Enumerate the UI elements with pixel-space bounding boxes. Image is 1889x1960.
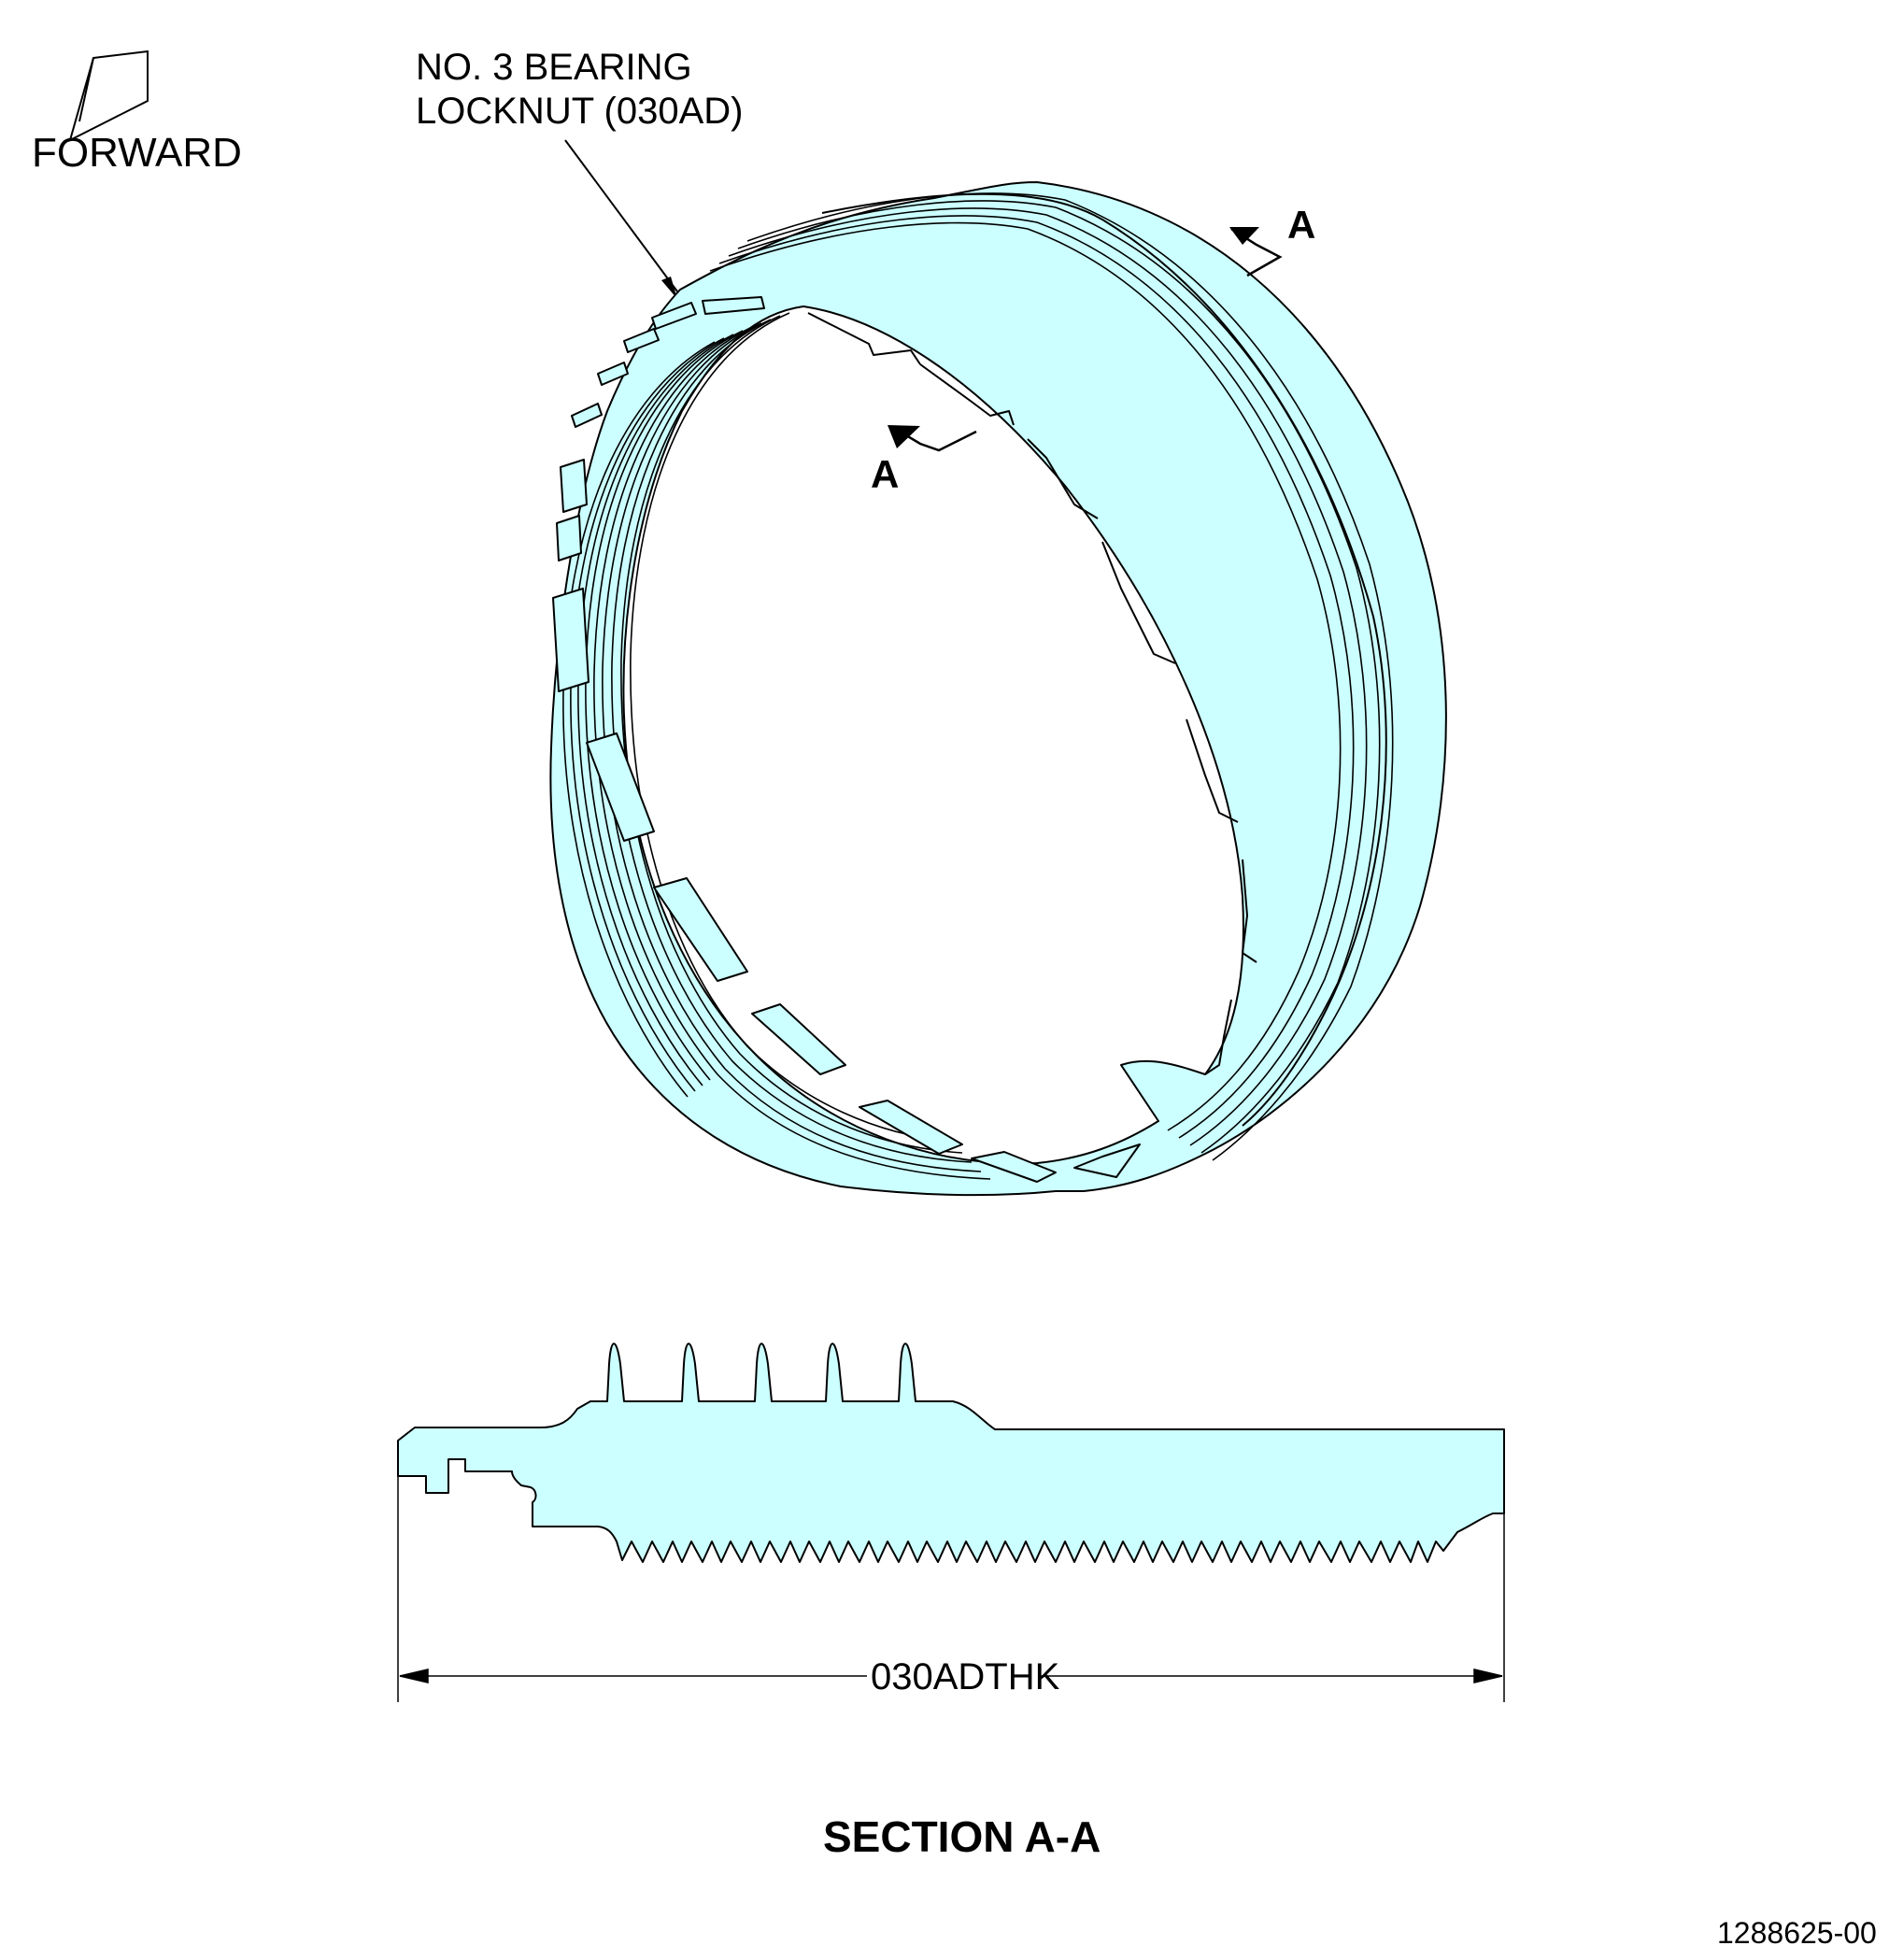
section-profile-shape bbox=[397, 1342, 1505, 1563]
section-marker-left bbox=[888, 425, 977, 452]
locknut-inner-bore bbox=[622, 305, 1244, 1165]
dimension-line bbox=[397, 1476, 1505, 1702]
locknut-isometric-view bbox=[549, 181, 1447, 1197]
section-marker-right-label: A bbox=[1287, 203, 1315, 247]
locknut-slots bbox=[552, 296, 1141, 1183]
callout-line-1: NO. 3 BEARING bbox=[416, 47, 692, 88]
section-profile bbox=[397, 1342, 1505, 1563]
forward-label: FORWARD bbox=[32, 130, 242, 176]
forward-arrow-icon bbox=[68, 50, 149, 142]
callout-line-2: LOCKNUT (030AD) bbox=[416, 91, 743, 132]
cylinder-edge bbox=[821, 192, 1387, 1127]
section-title: SECTION A-A bbox=[823, 1812, 1101, 1861]
dimension-label: 030ADTHK bbox=[871, 1656, 1060, 1697]
section-marker-right bbox=[1229, 227, 1283, 277]
face-rings bbox=[709, 192, 1394, 1161]
callout-leader bbox=[564, 139, 678, 299]
drawing-number: 1288625-00 bbox=[1717, 1916, 1877, 1950]
inner-rim-notches bbox=[807, 312, 1257, 1075]
section-marker-left-label: A bbox=[871, 452, 899, 496]
